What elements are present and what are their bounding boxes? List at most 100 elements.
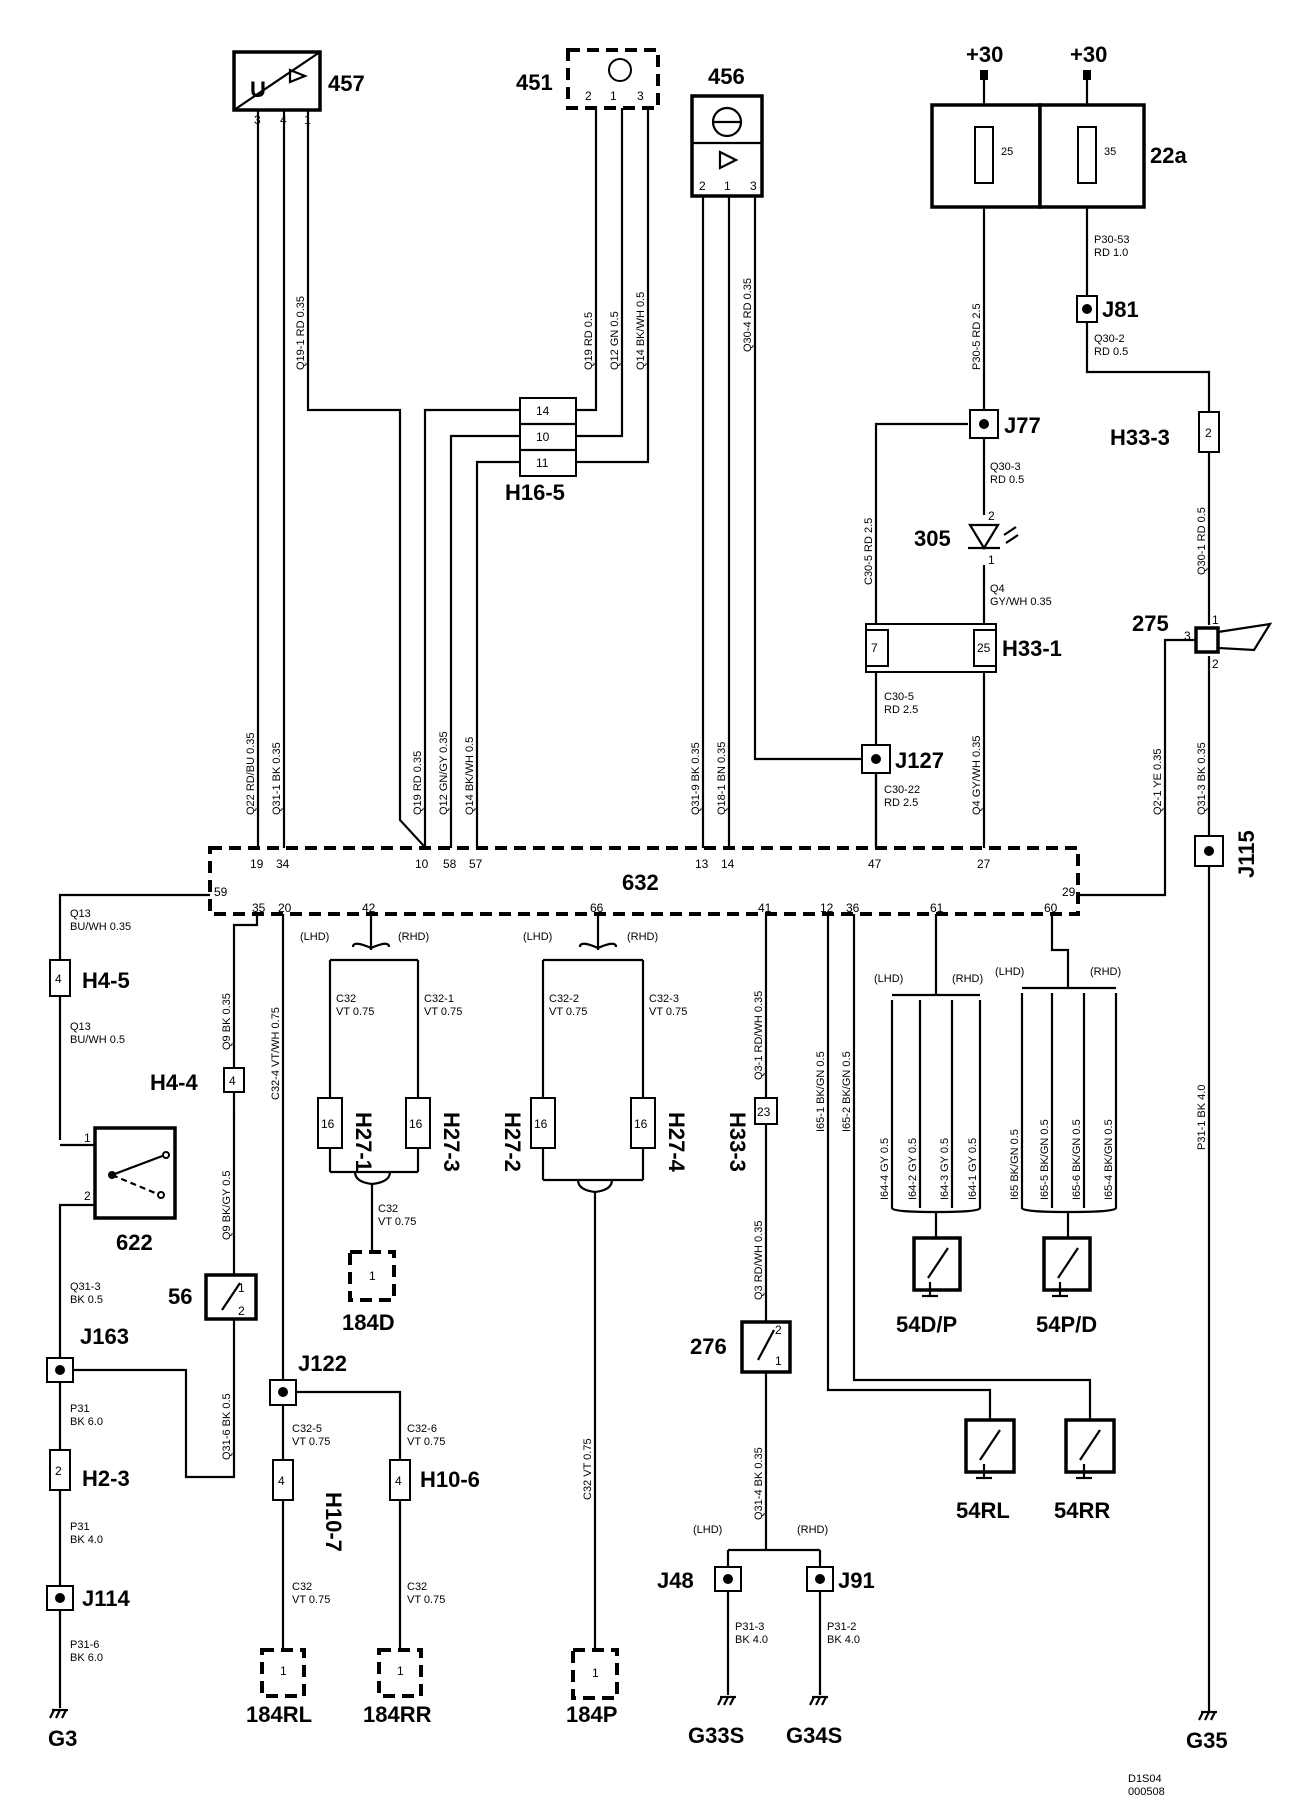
wire-label: VT 0.75 (424, 1006, 462, 1018)
label-h33-3-lower: H33-3 (725, 1112, 750, 1172)
wire-label: Q9 BK 0.35 (221, 993, 233, 1050)
label-h16-5: H16-5 (505, 480, 565, 505)
label-184rl: 184RL (246, 1702, 312, 1727)
component-184rr: 1 184RR (363, 1648, 432, 1727)
wire-label: C30-22 (884, 784, 920, 796)
label-j127: J127 (895, 748, 944, 773)
pin-56-1: 1 (238, 1281, 245, 1295)
top-wires (256, 108, 1211, 1712)
pin-h33-3: 2 (1205, 426, 1212, 440)
plus30-label-right: +30 (1070, 42, 1107, 67)
switch-54pd: 54P/D (1036, 1236, 1097, 1337)
wire-label: C32 (336, 993, 356, 1005)
wire-label: Q14 BK/WH 0.5 (635, 292, 647, 370)
connector-h4-4: 4 H4-4 (150, 1067, 245, 1095)
junction-j114: J114 (46, 1585, 130, 1611)
wire-label: BK 6.0 (70, 1416, 103, 1428)
wire-label: Q30-3 (990, 461, 1021, 473)
label-184d: 184D (342, 1310, 395, 1335)
fuse-35 (1077, 126, 1097, 184)
wire-label: RD 0.5 (1094, 346, 1128, 358)
junction-j91: J91 (806, 1566, 875, 1593)
wire-label: VT 0.75 (407, 1436, 445, 1448)
connector-h27-4: 16 H27-4 (630, 1097, 689, 1173)
pin-184p-1: 1 (592, 1666, 599, 1680)
label-g35: G35 (1186, 1728, 1228, 1753)
pin-276-2: 2 (775, 1323, 782, 1337)
wire-label: C30-5 (884, 691, 914, 703)
wire-label: BU/WH 0.35 (70, 921, 131, 933)
pin-305-2: 2 (988, 509, 995, 523)
wire-label: I65-4 BK/GN 0.5 (1103, 1119, 1115, 1200)
connector-h10-6: 4 H10-6 (389, 1459, 480, 1501)
component-275: 275 1 3 2 (1132, 611, 1273, 671)
wire-label: I64-4 GY 0.5 (879, 1138, 891, 1200)
wire-label: Q9 BK/GY 0.5 (221, 1170, 233, 1240)
pin-451-3: 3 (637, 89, 644, 103)
pin-305-1: 1 (988, 553, 995, 567)
component-184p: 1 184P (566, 1648, 619, 1727)
wire-label: P31-1 BK 4.0 (1196, 1085, 1208, 1150)
wire-label: Q2-1 YE 0.35 (1152, 749, 1164, 815)
component-456: 456 2 1 3 (690, 64, 764, 198)
pin-632-41: 41 (758, 901, 772, 915)
lhd-label: (LHD) (874, 973, 903, 985)
label-184p: 184P (566, 1702, 617, 1727)
wire-label: I64-1 GY 0.5 (967, 1138, 979, 1200)
pin-632-19: 19 (250, 857, 264, 871)
wire-label: P31 (70, 1521, 90, 1533)
label-h2-3: H2-3 (82, 1466, 130, 1491)
pin-h4-5: 4 (55, 972, 62, 986)
pin-184rl-1: 1 (280, 1664, 287, 1678)
pin-h16-11: 11 (536, 456, 549, 470)
lhd-label: (LHD) (693, 1524, 722, 1536)
wire-label: Q31-1 BK 0.35 (271, 742, 283, 815)
label-h27-4: H27-4 (664, 1112, 689, 1173)
wire-label: Q14 BK/WH 0.5 (464, 737, 476, 815)
wire-label: Q4 GY/WH 0.35 (971, 736, 983, 815)
label-j114: J114 (82, 1586, 130, 1611)
pin-632-66: 66 (590, 901, 604, 915)
pin-456-1: 1 (724, 179, 731, 193)
wire-label: BK 6.0 (70, 1652, 103, 1664)
wire-label: C30-5 RD 2.5 (863, 518, 875, 585)
ground-g3: G3 (48, 1708, 77, 1751)
wire-label: Q12 GN 0.5 (609, 311, 621, 370)
label-632: 632 (622, 870, 659, 895)
connector-h33-3-top: 2 H33-3 (1110, 411, 1220, 453)
wire-label: Q18-1 BN 0.35 (716, 742, 728, 815)
junction-j115: J115 (1194, 830, 1259, 878)
wire-label: Q4 (990, 583, 1005, 595)
ground-g35: G35 (1186, 1710, 1228, 1753)
connector-h27-2: 16 H27-2 (500, 1097, 556, 1172)
label-h33-1: H33-1 (1002, 636, 1062, 661)
h33-3-group: (LHD) (RHD) (693, 914, 828, 1695)
left-wires (58, 893, 402, 1708)
switch-54rl: 54RL (956, 1418, 1016, 1523)
label-54rl: 54RL (956, 1498, 1010, 1523)
wire-label: C32-3 (649, 993, 679, 1005)
wire-label: RD 1.0 (1094, 247, 1128, 259)
h27-right-group: (LHD) (RHD) (523, 914, 658, 1650)
label-h4-4: H4-4 (150, 1070, 198, 1095)
pin-275-1: 1 (1212, 613, 1219, 627)
pin-632-61: 61 (930, 901, 944, 915)
component-184rl: 1 184RL (246, 1648, 312, 1727)
wire-label: P31-3 (735, 1621, 764, 1633)
fuse-25-rating: 25 (1001, 146, 1013, 158)
lhd-label: (LHD) (523, 931, 552, 943)
label-451: 451 (516, 70, 553, 95)
relay-622: 1 2 622 (84, 1126, 177, 1255)
rhd-label: (RHD) (398, 931, 429, 943)
rhd-label: (RHD) (627, 931, 658, 943)
fuse-35-rating: 35 (1104, 146, 1116, 158)
wire-labels: Q19-1 RD 0.35 Q19 RD 0.5 Q12 GN 0.5 Q14 … (70, 234, 1208, 1664)
connector-h33-3-lower: 23 H33-3 (725, 1097, 778, 1172)
wire-label: Q31-4 BK 0.35 (753, 1447, 765, 1520)
ground-g33s: G33S (688, 1695, 744, 1748)
wire-label: C32 (292, 1581, 312, 1593)
rhd-label: (RHD) (1090, 966, 1121, 978)
wire-label: BK 4.0 (827, 1634, 860, 1646)
wire-label: C32 (407, 1581, 427, 1593)
switch-276: 2 1 276 (690, 1320, 792, 1374)
